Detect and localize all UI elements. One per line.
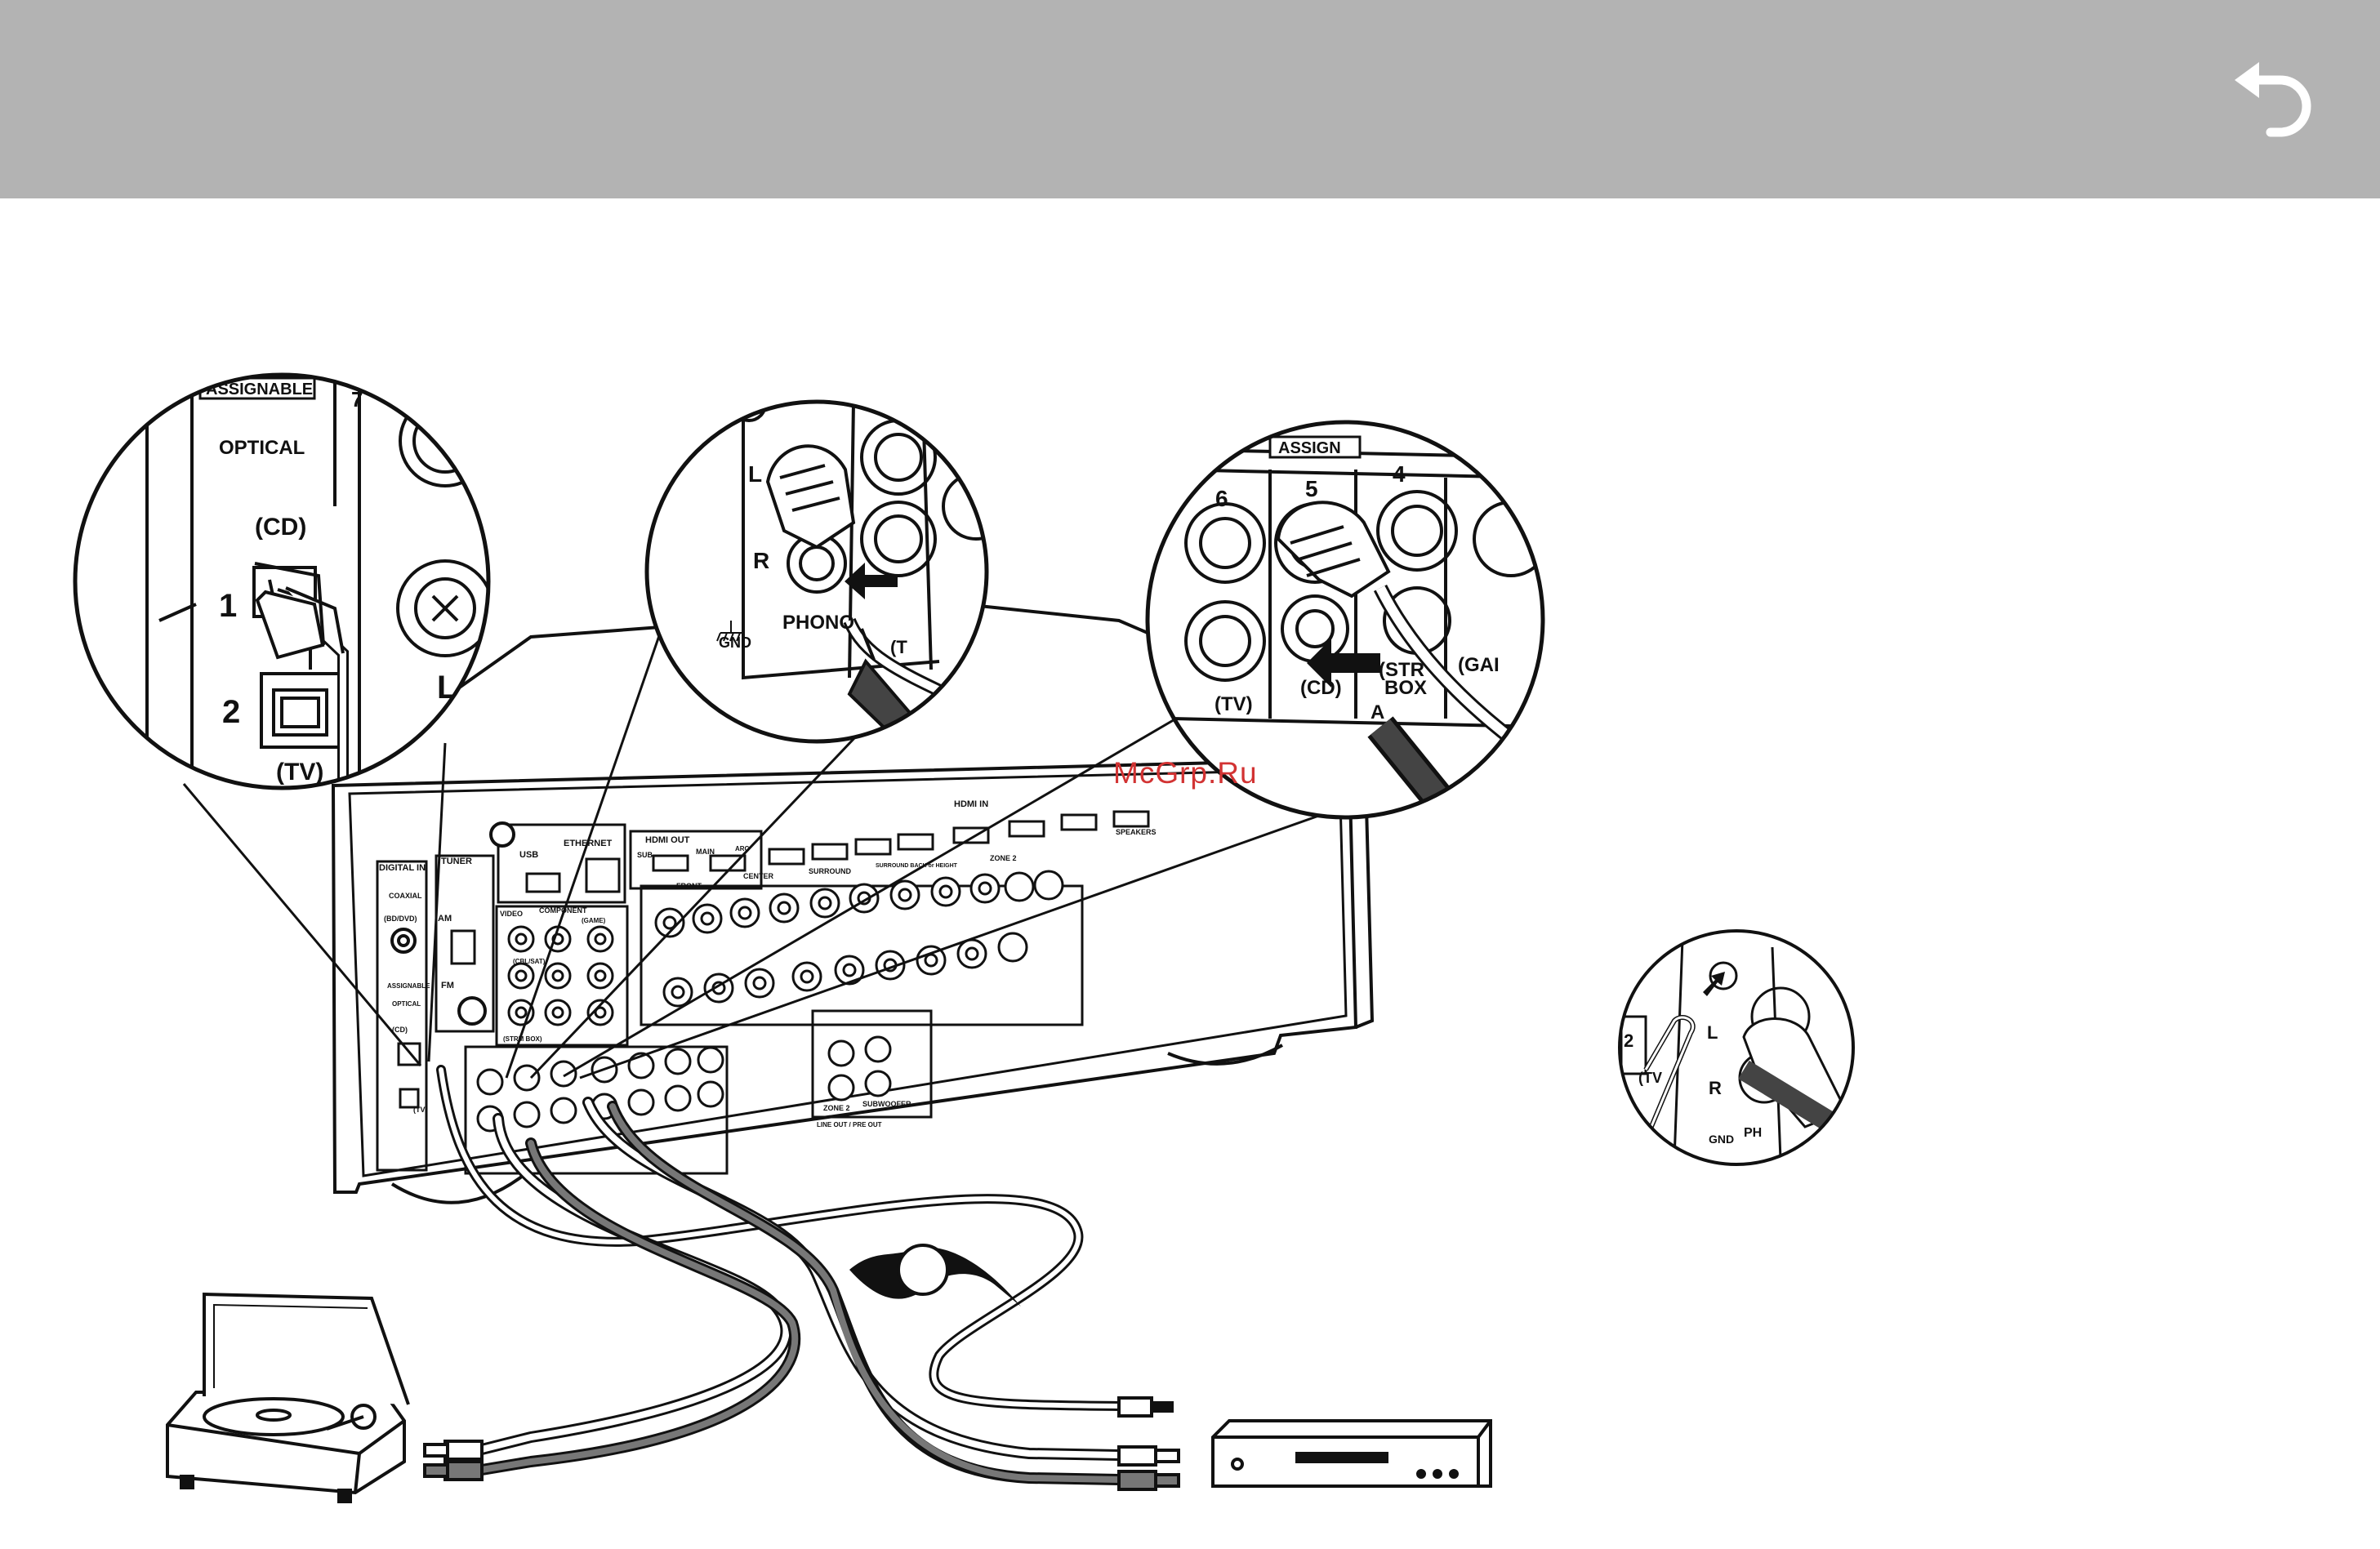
label-am: AM [438,914,452,924]
callout-phono-left: L [748,461,762,487]
callout-gnd-l: L [1707,1022,1718,1043]
label-cbl-sat: (CBL/SAT) [513,958,546,965]
callout-phono-gnd: GND [719,634,751,651]
callout-gnd-ph: PH [1744,1126,1762,1140]
label-speakers: SPEAKERS [1116,828,1157,836]
header-bar [0,0,2380,198]
callout-gnd-r: R [1709,1078,1722,1098]
label-strm-box: (STRM BOX) [503,1035,542,1043]
label-bd-dvd: (BD/DVD) [384,915,417,923]
label-surround: SURROUND [809,867,852,875]
callout-phono-jack-num: 6 [889,389,902,415]
callout-optical: ASSIGNABLE OPTICAL (CD) 1 2 (TV) 7 L [73,372,491,790]
label-hdmi-out: HDMI OUT [645,835,690,845]
label-main: MAIN [696,848,715,856]
callout-analog-jack6: 6 [1215,486,1228,511]
cables [436,1065,1125,1485]
callout-analog-cd: (CD) [1300,677,1342,699]
label-front: FRONT [676,882,702,890]
callout-optical-input2-name: (TV) [276,759,323,786]
label-surround-back: SURROUND BACK or HEIGHT [876,863,958,869]
callout-analog-a: A [1371,701,1384,723]
callout-phono-edge: (T [890,637,907,657]
label-tv: (TV) [413,1106,428,1114]
callout-analog-game: (GAI [1458,654,1500,676]
watermark-text: McGrp.Ru [1113,756,1258,790]
callout-gnd-tv: (TV [1638,1070,1662,1086]
callout-analog-strm1: (STR [1379,659,1424,681]
callout-optical-input1-num: 1 [219,588,237,624]
callout-optical-type: OPTICAL [219,437,305,459]
callout-analog: ASSIGN 6 5 4 (TV) (CD) (STR BOX (GAI A [1145,420,1545,820]
callout-gnd-gnd: GND [1709,1133,1734,1146]
label-center: CENTER [743,872,774,880]
label-line-out: LINE OUT / PRE OUT [817,1121,882,1128]
label-assignable: ASSIGNABLE [387,982,430,990]
label-arc: ARC [735,845,750,852]
label-subwoofer: SUBWOOFER [862,1100,911,1108]
cable-break-symbol [849,1244,1021,1306]
callout-analog-strm2: BOX [1384,677,1427,699]
label-video: VIDEO [500,910,523,918]
label-fm: FM [441,981,454,990]
callout-optical-edge-num: 7 [351,387,363,412]
label-sub: SUB [637,851,653,859]
turntable-icon [166,1292,410,1503]
callout-analog-jack4: 4 [1393,461,1406,487]
label-cd: (CD) [392,1026,408,1034]
label-game: (GAME) [582,917,606,924]
callout-analog-tv: (TV) [1215,693,1253,715]
callout-phono-label: PHONO [782,612,854,634]
label-zone2: ZONE 2 [990,854,1017,862]
callout-phono: L R PHONO GND 6 (T [644,389,989,744]
callout-optical-assignable: ASSIGNABLE [206,381,313,398]
return-arrow-icon[interactable] [2231,56,2321,137]
callout-optical-edge-letter: L [437,670,457,706]
callout-gnd: 2 (TV L R GND PH [1618,929,1855,1166]
cd-player-icon [1211,1419,1492,1488]
callout-gnd-num2: 2 [1624,1030,1633,1051]
label-optical: OPTICAL [392,1000,421,1008]
plug-ends [423,1396,1180,1491]
label-usb: USB [519,850,538,860]
callout-optical-input2-num: 2 [222,694,240,730]
callout-analog-assignable: ASSIGN [1278,439,1341,457]
callout-phono-right: R [753,548,769,573]
label-digital-in: DIGITAL IN [379,863,426,873]
receiver-labels: DIGITAL IN COAXIAL (BD/DVD) ASSIGNABLE O… [379,799,1157,1128]
label-coaxial: COAXIAL [389,892,422,900]
label-zone2-out: ZONE 2 [823,1104,850,1112]
callout-optical-input1-name: (CD) [255,514,306,541]
label-hdmi-in: HDMI IN [954,799,988,809]
callout-analog-jack5: 5 [1305,476,1318,501]
label-tuner: TUNER [441,857,472,866]
